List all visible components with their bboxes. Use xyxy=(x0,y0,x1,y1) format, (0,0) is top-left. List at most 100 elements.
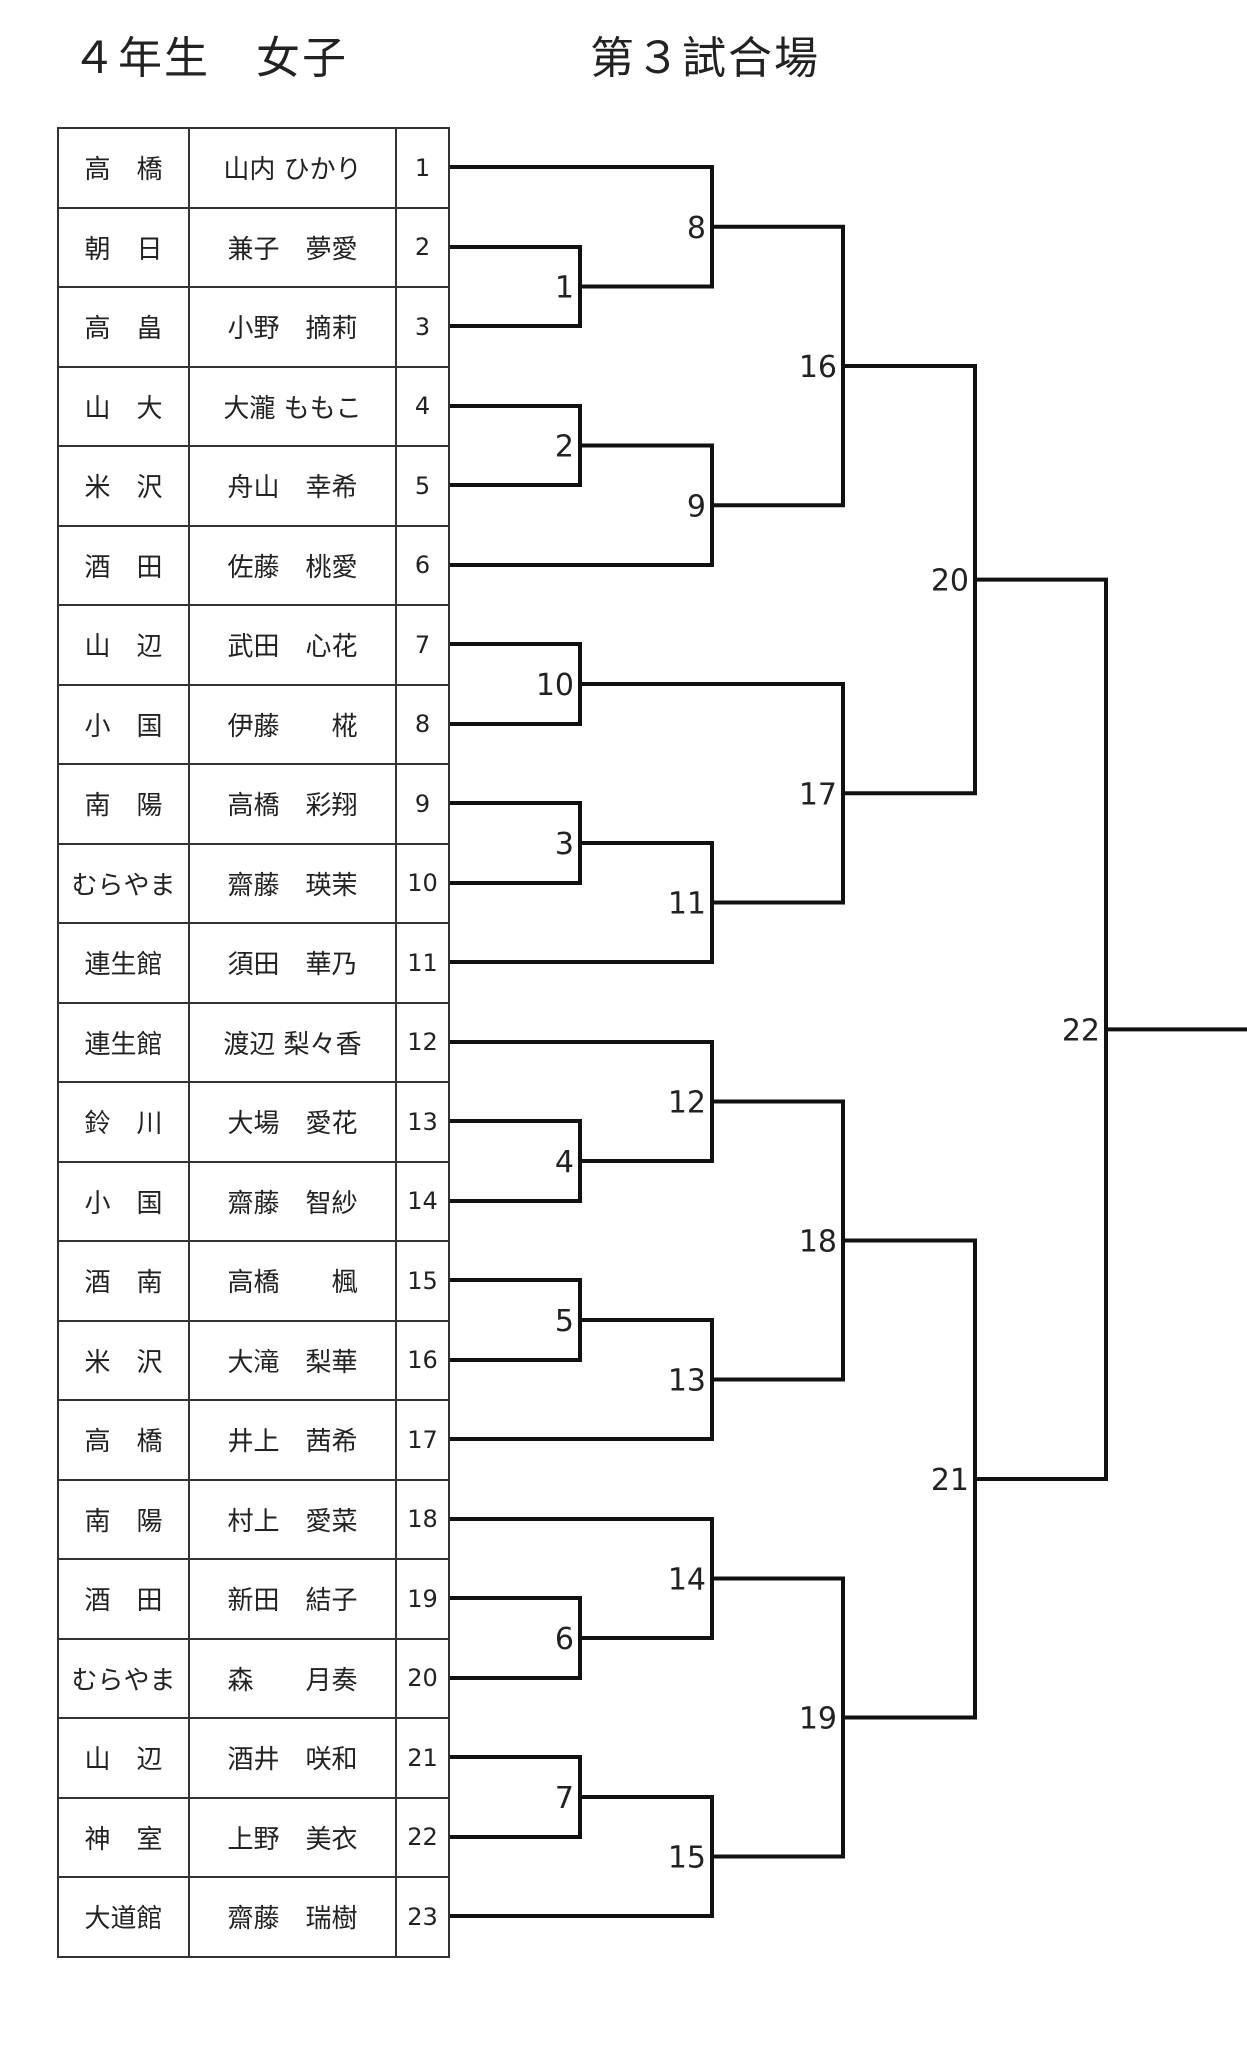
team-name: 山 辺 xyxy=(57,1717,190,1799)
player-name: 須田 華乃 xyxy=(188,922,397,1004)
match-number: 21 xyxy=(931,1463,969,1498)
player-name: 酒井 咲和 xyxy=(188,1717,397,1799)
match-number: 4 xyxy=(555,1145,574,1180)
player-name: 兼子 夢愛 xyxy=(188,206,397,288)
player-name: 大場 愛花 xyxy=(188,1081,397,1163)
entry-number: 4 xyxy=(395,365,450,447)
entry-number: 2 xyxy=(395,206,450,288)
player-name: 伊藤 椛 xyxy=(188,683,397,765)
player-name: 高橋 彩翔 xyxy=(188,763,397,845)
entry-number: 12 xyxy=(395,1001,450,1083)
team-name: 神 室 xyxy=(57,1796,190,1878)
player-name: 齋藤 瑛茉 xyxy=(188,842,397,924)
team-name: 米 沢 xyxy=(57,445,190,527)
match-number: 8 xyxy=(687,211,706,246)
team-name: 酒 南 xyxy=(57,1240,190,1322)
team-name: 小 国 xyxy=(57,1160,190,1242)
entry-number: 15 xyxy=(395,1240,450,1322)
player-name: 村上 愛菜 xyxy=(188,1478,397,1560)
match-number: 20 xyxy=(931,564,969,599)
match-number: 12 xyxy=(668,1086,706,1121)
team-name: 小 国 xyxy=(57,683,190,765)
team-name: 高 畠 xyxy=(57,286,190,368)
team-name: 鈴 川 xyxy=(57,1081,190,1163)
team-name: 山 辺 xyxy=(57,604,190,686)
match-number: 18 xyxy=(799,1225,837,1260)
match-number: 7 xyxy=(555,1781,574,1816)
team-name: 高 橋 xyxy=(57,127,190,209)
match-number: 17 xyxy=(799,777,837,812)
entry-number: 10 xyxy=(395,842,450,924)
team-name: 酒 田 xyxy=(57,524,190,606)
team-name: むらやま xyxy=(57,1637,190,1719)
team-name: 朝 日 xyxy=(57,206,190,288)
player-name: 上野 美衣 xyxy=(188,1796,397,1878)
division-title: ４年生 女子 xyxy=(72,33,348,84)
team-name: 連生館 xyxy=(57,1001,190,1083)
match-number: 11 xyxy=(668,887,706,922)
player-name: 佐藤 桃愛 xyxy=(188,524,397,606)
match-number: 13 xyxy=(668,1364,706,1399)
venue-title: 第３試合場 xyxy=(590,33,820,84)
player-name: 新田 結子 xyxy=(188,1558,397,1640)
entry-number: 14 xyxy=(395,1160,450,1242)
player-name: 大瀧 ももこ xyxy=(188,365,397,447)
entry-number: 1 xyxy=(395,127,450,209)
match-number: 2 xyxy=(555,430,574,465)
match-number: 5 xyxy=(555,1304,574,1339)
entry-number: 20 xyxy=(395,1637,450,1719)
entry-number: 5 xyxy=(395,445,450,527)
player-name: 齋藤 瑞樹 xyxy=(188,1876,397,1958)
match-number: 22 xyxy=(1062,1013,1100,1048)
team-name: 南 陽 xyxy=(57,1478,190,1560)
player-name: 山内 ひかり xyxy=(188,127,397,209)
team-name: 連生館 xyxy=(57,922,190,1004)
entry-number: 22 xyxy=(395,1796,450,1878)
entry-number: 3 xyxy=(395,286,450,368)
entry-number: 18 xyxy=(395,1478,450,1560)
entry-number: 8 xyxy=(395,683,450,765)
team-name: 山 大 xyxy=(57,365,190,447)
match-number: 1 xyxy=(555,271,574,306)
team-name: 高 橋 xyxy=(57,1399,190,1481)
team-name: むらやま xyxy=(57,842,190,924)
entry-number: 11 xyxy=(395,922,450,1004)
match-number: 6 xyxy=(555,1622,574,1657)
player-name: 大滝 梨華 xyxy=(188,1319,397,1401)
match-number: 3 xyxy=(555,827,574,862)
team-name: 酒 田 xyxy=(57,1558,190,1640)
entry-number: 23 xyxy=(395,1876,450,1958)
player-name: 武田 心花 xyxy=(188,604,397,686)
entry-number: 17 xyxy=(395,1399,450,1481)
match-number: 19 xyxy=(799,1702,837,1737)
match-number: 9 xyxy=(687,489,706,524)
match-number: 14 xyxy=(668,1563,706,1598)
entry-number: 9 xyxy=(395,763,450,845)
player-name: 井上 茜希 xyxy=(188,1399,397,1481)
entry-number: 21 xyxy=(395,1717,450,1799)
match-number: 10 xyxy=(536,668,574,703)
entry-number: 19 xyxy=(395,1558,450,1640)
match-number: 15 xyxy=(668,1841,706,1876)
